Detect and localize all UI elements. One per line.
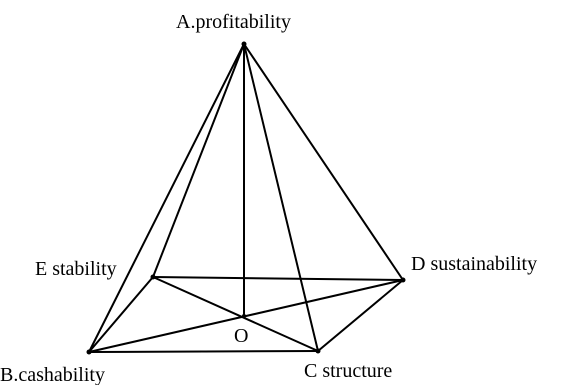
vertex-c [315,348,321,354]
edge-a-c [243,43,319,352]
vertex-e [150,274,156,280]
label-d-sustainability: D sustainability [411,253,537,275]
edge-a-e [152,43,245,278]
vertex-d [400,277,406,283]
diagonal-e-c [152,276,319,352]
edge-d-e [152,276,404,281]
edge-a-b [88,43,245,353]
vertex-a [241,41,247,47]
label-apex-profitability: A.profitability [176,11,291,33]
label-o-center: O [234,325,248,347]
vertex-o [242,314,246,318]
edge-e-b [88,276,154,353]
label-c-structure: C structure [304,360,392,382]
label-e-stability: E stability [35,258,117,280]
edge-c-d [317,279,404,352]
edge-b-c [88,350,319,353]
vertex-b [86,349,92,355]
edge-a-d [243,43,404,281]
label-b-cashability: B.cashability [0,364,105,385]
